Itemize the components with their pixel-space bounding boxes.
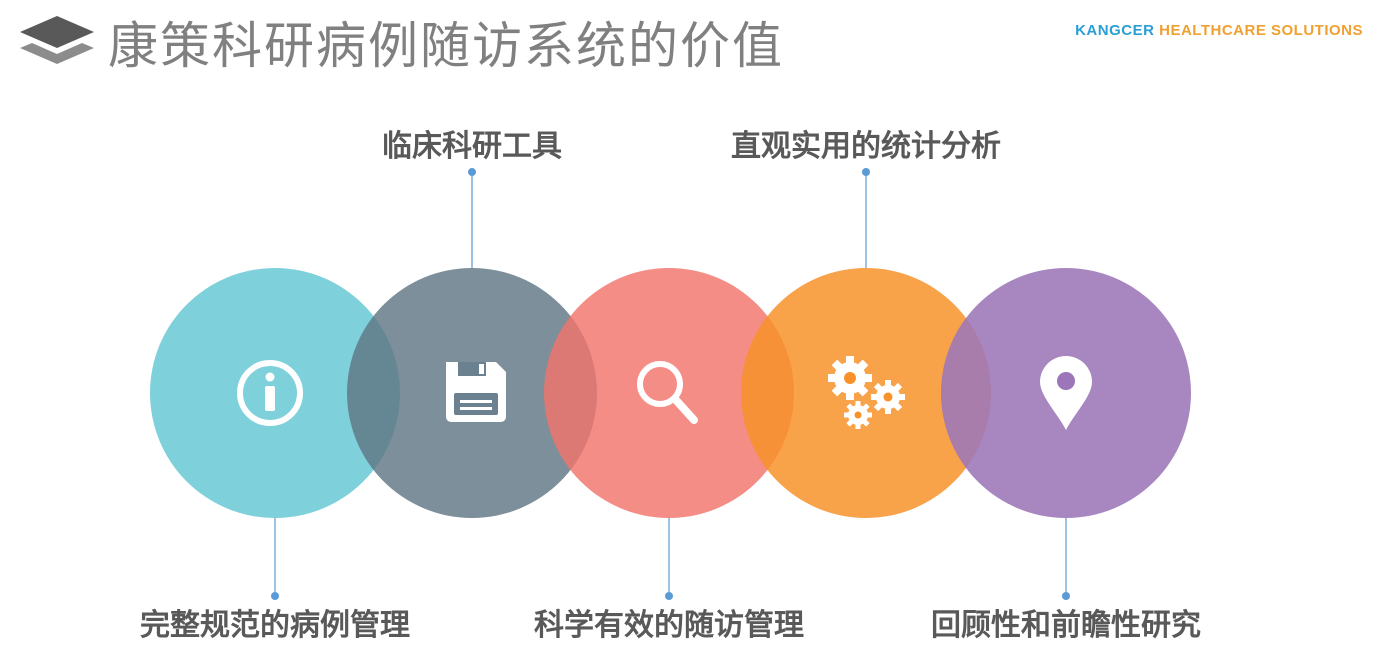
- layers-icon: [20, 16, 94, 64]
- connector-dot-bottom-2: [665, 592, 673, 600]
- label-statistical-analysis: 直观实用的统计分析: [731, 129, 1001, 164]
- connector-lines: [271, 168, 1070, 600]
- info-icon: [237, 360, 303, 426]
- page-title: 康策科研病例随访系统的价值: [108, 17, 784, 75]
- circles: [150, 268, 1191, 518]
- connector-dot-bottom-3: [1062, 592, 1070, 600]
- circle-3: [544, 268, 794, 518]
- brand-name: KANGCER HEALTHCARE SOLUTIONS: [1075, 20, 1363, 42]
- gears-icon: [828, 356, 905, 429]
- label-case-management: 完整规范的病例管理: [140, 608, 410, 643]
- label-clinical-research-tool: 临床科研工具: [382, 129, 562, 164]
- brand-name-part1: KANGCER: [1075, 22, 1160, 39]
- label-retro-prospective-research: 回顾性和前瞻性研究: [931, 608, 1201, 643]
- map-pin-icon: [1040, 356, 1092, 430]
- floppy-disk-icon: [446, 362, 506, 422]
- label-follow-up-management: 科学有效的随访管理: [534, 608, 804, 643]
- connector-dot-bottom-1: [271, 592, 279, 600]
- connector-dot-top-2: [862, 168, 870, 176]
- brand-name-part2: HEALTHCARE SOLUTIONS: [1159, 22, 1363, 39]
- connector-dot-top-1: [468, 168, 476, 176]
- search-icon: [637, 361, 698, 424]
